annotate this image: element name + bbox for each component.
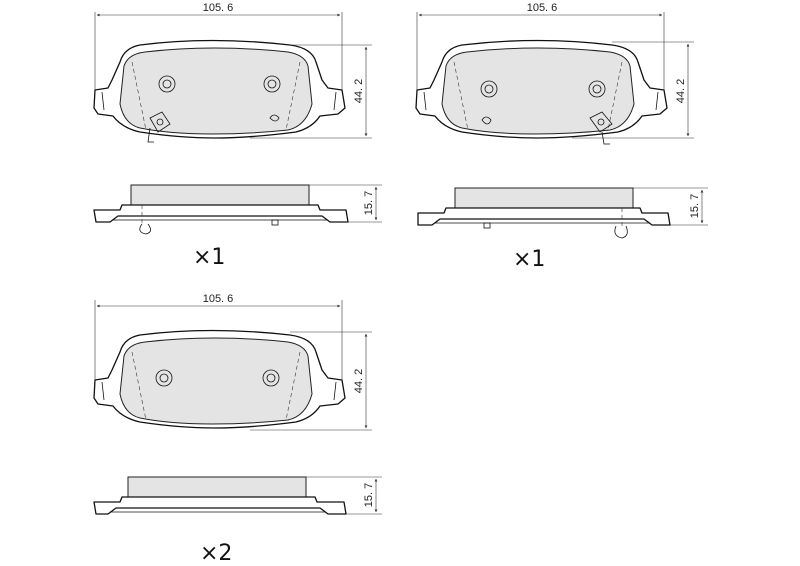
- pad-a-side-view: [93, 184, 349, 235]
- rivet-hole-right: [263, 75, 281, 93]
- pad-c-height-dimension: 44. 2: [250, 331, 372, 431]
- pad-b-height-label: 44. 2: [675, 79, 687, 103]
- pad-a-quantity: ×1: [193, 245, 225, 270]
- wear-sensor-clip: [589, 111, 613, 145]
- pad-a-width-label: 105. 6: [203, 2, 234, 14]
- pad-a-height-label: 44. 2: [353, 79, 365, 103]
- pad-c-front-view: [93, 329, 346, 429]
- pad-c-width-label: 105. 6: [203, 293, 234, 305]
- pad-b-width-dimension: 105. 6: [416, 2, 665, 90]
- pad-b-thickness-dimension: 15. 7: [633, 187, 708, 226]
- pad-b-side-view: [417, 187, 671, 239]
- pad-a-width-dimension: 105. 6: [94, 2, 343, 90]
- rivet-hole-right: [588, 80, 606, 98]
- pad-c-height-label: 44. 2: [353, 369, 365, 393]
- pad-b-thickness-label: 15. 7: [689, 194, 701, 218]
- pad-a-front-view: [93, 39, 346, 143]
- pad-c-thickness-label: 15. 7: [363, 483, 375, 507]
- rivet-hole-left: [480, 80, 498, 98]
- pad-c-width-dimension: 105. 6: [94, 293, 343, 380]
- pad-b-height-dimension: 44. 2: [572, 41, 694, 139]
- pad-a-thickness-dimension: 15. 7: [309, 184, 382, 223]
- pad-a-height-dimension: 44. 2: [250, 44, 372, 139]
- rivet-hole-left: [155, 369, 173, 387]
- pad-c-thickness-dimension: 15. 7: [306, 476, 382, 515]
- pad-a-thickness-label: 15. 7: [363, 191, 375, 215]
- pad-c-quantity: ×2: [200, 541, 232, 566]
- wear-sensor-clip: [147, 111, 171, 143]
- rivet-hole-right: [262, 369, 280, 387]
- pad-b-quantity: ×1: [513, 247, 545, 272]
- pad-c-side-view: [93, 476, 347, 515]
- pad-b-width-label: 105. 6: [527, 2, 558, 14]
- pad-b-front-view: [415, 39, 668, 145]
- rivet-hole-left: [158, 75, 176, 93]
